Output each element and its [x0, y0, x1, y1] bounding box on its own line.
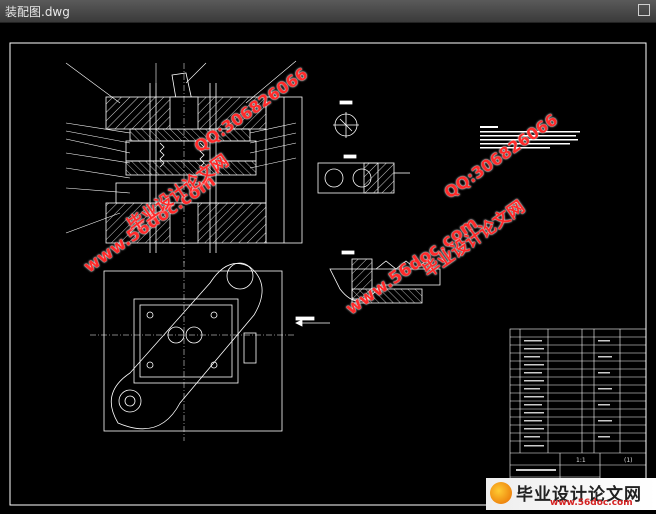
- detail-view-section: [317, 154, 410, 194]
- cad-drawing: 1:1 (1): [9, 42, 647, 506]
- leader-lines-left: [65, 62, 207, 234]
- detail-view-circle: [333, 100, 359, 138]
- strip-layout: [329, 250, 441, 304]
- title-block-scale: 1:1: [576, 457, 586, 464]
- logo-name: 毕业设计论文网: [516, 485, 642, 505]
- leader-lines-right: [245, 60, 297, 169]
- window-title-bar: 装配图.dwg: [0, 0, 656, 23]
- technical-notes: [480, 126, 580, 149]
- logo-url: www.56doc.com: [550, 498, 633, 508]
- title-block-sheet: (1): [624, 457, 633, 464]
- parts-list-text-marks: [516, 340, 612, 471]
- drawing-border: [9, 42, 647, 506]
- maximize-icon[interactable]: [638, 4, 650, 16]
- window-title: 装配图.dwg: [5, 5, 70, 19]
- globe-icon: [490, 482, 512, 504]
- die-top-view: [90, 261, 330, 441]
- drawing-canvas[interactable]: 1:1 (1) www.56doc.com 毕业设计论文网 QQ:3068260…: [0, 23, 656, 510]
- site-logo: 毕业设计论文网 www.56doc.com: [486, 478, 656, 510]
- die-assembly-section: [105, 63, 303, 263]
- parts-list-table: [509, 328, 647, 506]
